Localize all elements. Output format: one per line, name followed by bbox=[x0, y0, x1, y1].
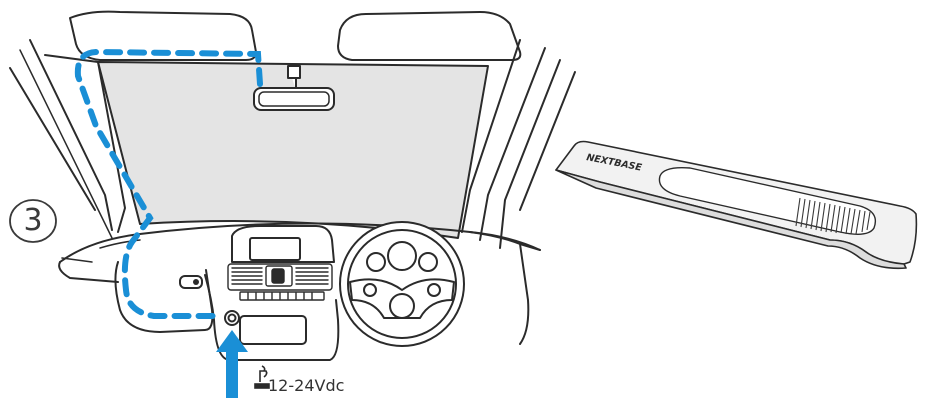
power-arrow bbox=[216, 330, 248, 398]
centre-vents bbox=[227, 263, 333, 301]
rear-view-mirror bbox=[253, 87, 335, 111]
steering-wheel bbox=[339, 221, 465, 347]
voltage-label: 12-24Vdc bbox=[268, 376, 345, 395]
glovebox bbox=[114, 261, 214, 333]
right-sun-visor bbox=[337, 11, 522, 61]
grip-pattern bbox=[795, 197, 871, 235]
storage-compartment bbox=[239, 315, 307, 345]
car-interior bbox=[9, 10, 576, 361]
mirror-mount bbox=[287, 65, 301, 91]
left-a-pillar bbox=[9, 39, 126, 233]
door-switch bbox=[179, 275, 203, 289]
step-number: 3 bbox=[23, 203, 43, 238]
step-number-badge: 3 bbox=[8, 198, 58, 244]
cable-route bbox=[74, 48, 263, 319]
step-circle bbox=[9, 199, 57, 243]
right-a-pillar bbox=[461, 39, 576, 249]
trim-tool-icon bbox=[555, 140, 918, 270]
cigarette-lighter-socket-icon bbox=[254, 365, 270, 389]
